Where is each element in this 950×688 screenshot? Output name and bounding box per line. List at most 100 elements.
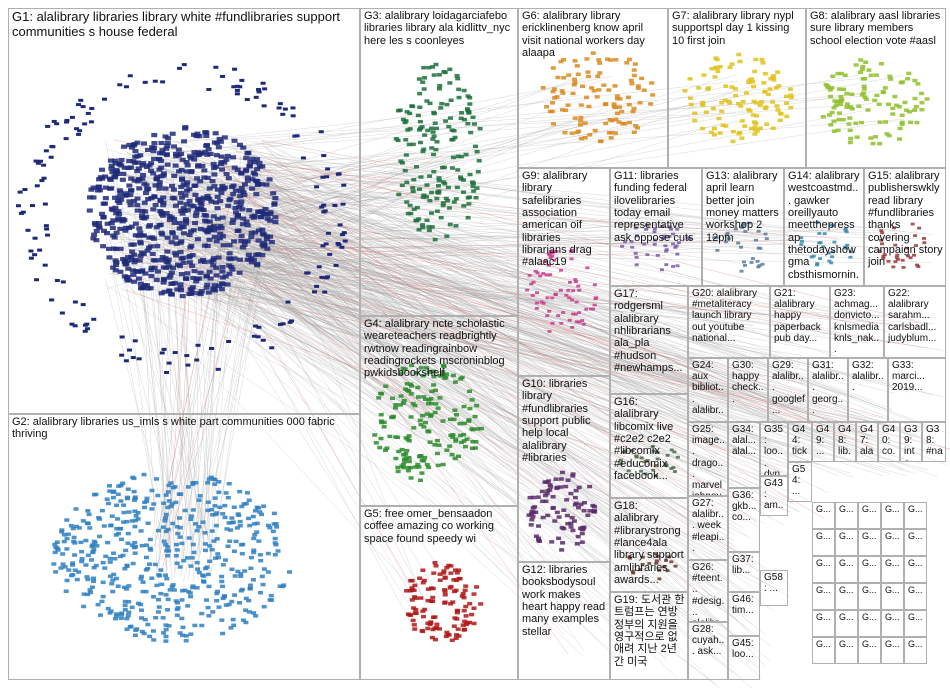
node [741,222,746,226]
node [121,503,127,507]
node [431,571,437,575]
node [559,525,565,530]
node [101,524,107,528]
node [725,231,730,235]
node [455,154,461,159]
node [194,237,201,242]
node [417,454,423,458]
node [450,137,456,142]
node [565,478,571,482]
node [125,255,132,260]
node [455,168,461,172]
node [270,191,277,196]
edge [266,147,813,473]
node [160,277,167,282]
node [672,450,677,454]
node [282,107,288,111]
node [669,560,674,564]
node [215,255,222,260]
node [701,73,707,77]
node [221,135,228,140]
node [65,532,71,536]
node [771,78,777,82]
node [207,151,214,156]
node [206,584,212,589]
node [150,171,157,176]
node [191,157,198,162]
node [134,196,141,201]
edge [158,289,187,555]
node [238,574,244,579]
node [578,115,584,120]
edge [244,78,576,206]
node [467,389,473,394]
node [231,505,237,510]
node [88,120,94,124]
minor-cluster-box: G... [812,529,835,556]
node [112,268,119,273]
node [529,282,534,286]
node [192,183,199,188]
node [237,524,243,528]
node [249,177,256,182]
node [138,574,144,579]
node [183,202,190,207]
node [286,570,292,574]
node [113,246,120,252]
node [618,458,623,462]
minor-cluster-label: G... [908,558,923,568]
edge [109,254,191,571]
node [814,263,819,267]
node [69,322,75,326]
node [456,87,462,92]
node [589,86,595,90]
node [710,106,716,111]
node [81,592,87,596]
group-label-g5: G5: free omer_bensaadon coffee amazing c… [364,508,495,545]
node [113,612,119,616]
node [183,276,190,281]
edge [227,151,771,423]
node [845,243,850,247]
node [843,227,848,231]
node [202,149,209,155]
node [253,192,260,197]
minor-cluster-label: G... [862,531,877,541]
node [908,256,913,260]
node [777,118,783,123]
node [263,182,270,187]
node [830,74,836,79]
node [95,184,102,189]
node [837,87,843,91]
node [89,107,95,111]
node [444,630,450,635]
node [472,144,478,149]
node [91,492,97,497]
node [151,145,158,150]
node [466,202,472,206]
group-label-g54: G54: ... [792,464,806,498]
node [700,103,706,107]
edge [141,151,868,382]
node [132,339,138,343]
node [560,91,566,95]
node [72,300,78,304]
node [339,245,345,249]
node [111,572,117,577]
node [128,145,135,150]
minor-cluster-box: G... [881,529,904,556]
node [587,484,593,489]
node [239,551,245,556]
group-label-g7: G7: alalibrary library nypl supportspl d… [672,10,794,47]
node [141,181,148,186]
node [620,122,626,126]
node [425,598,431,603]
node [905,77,911,81]
node [136,226,143,231]
node [570,472,576,476]
node [886,133,892,138]
node [613,117,619,122]
node [281,583,287,587]
node [248,230,255,235]
node [225,495,231,500]
